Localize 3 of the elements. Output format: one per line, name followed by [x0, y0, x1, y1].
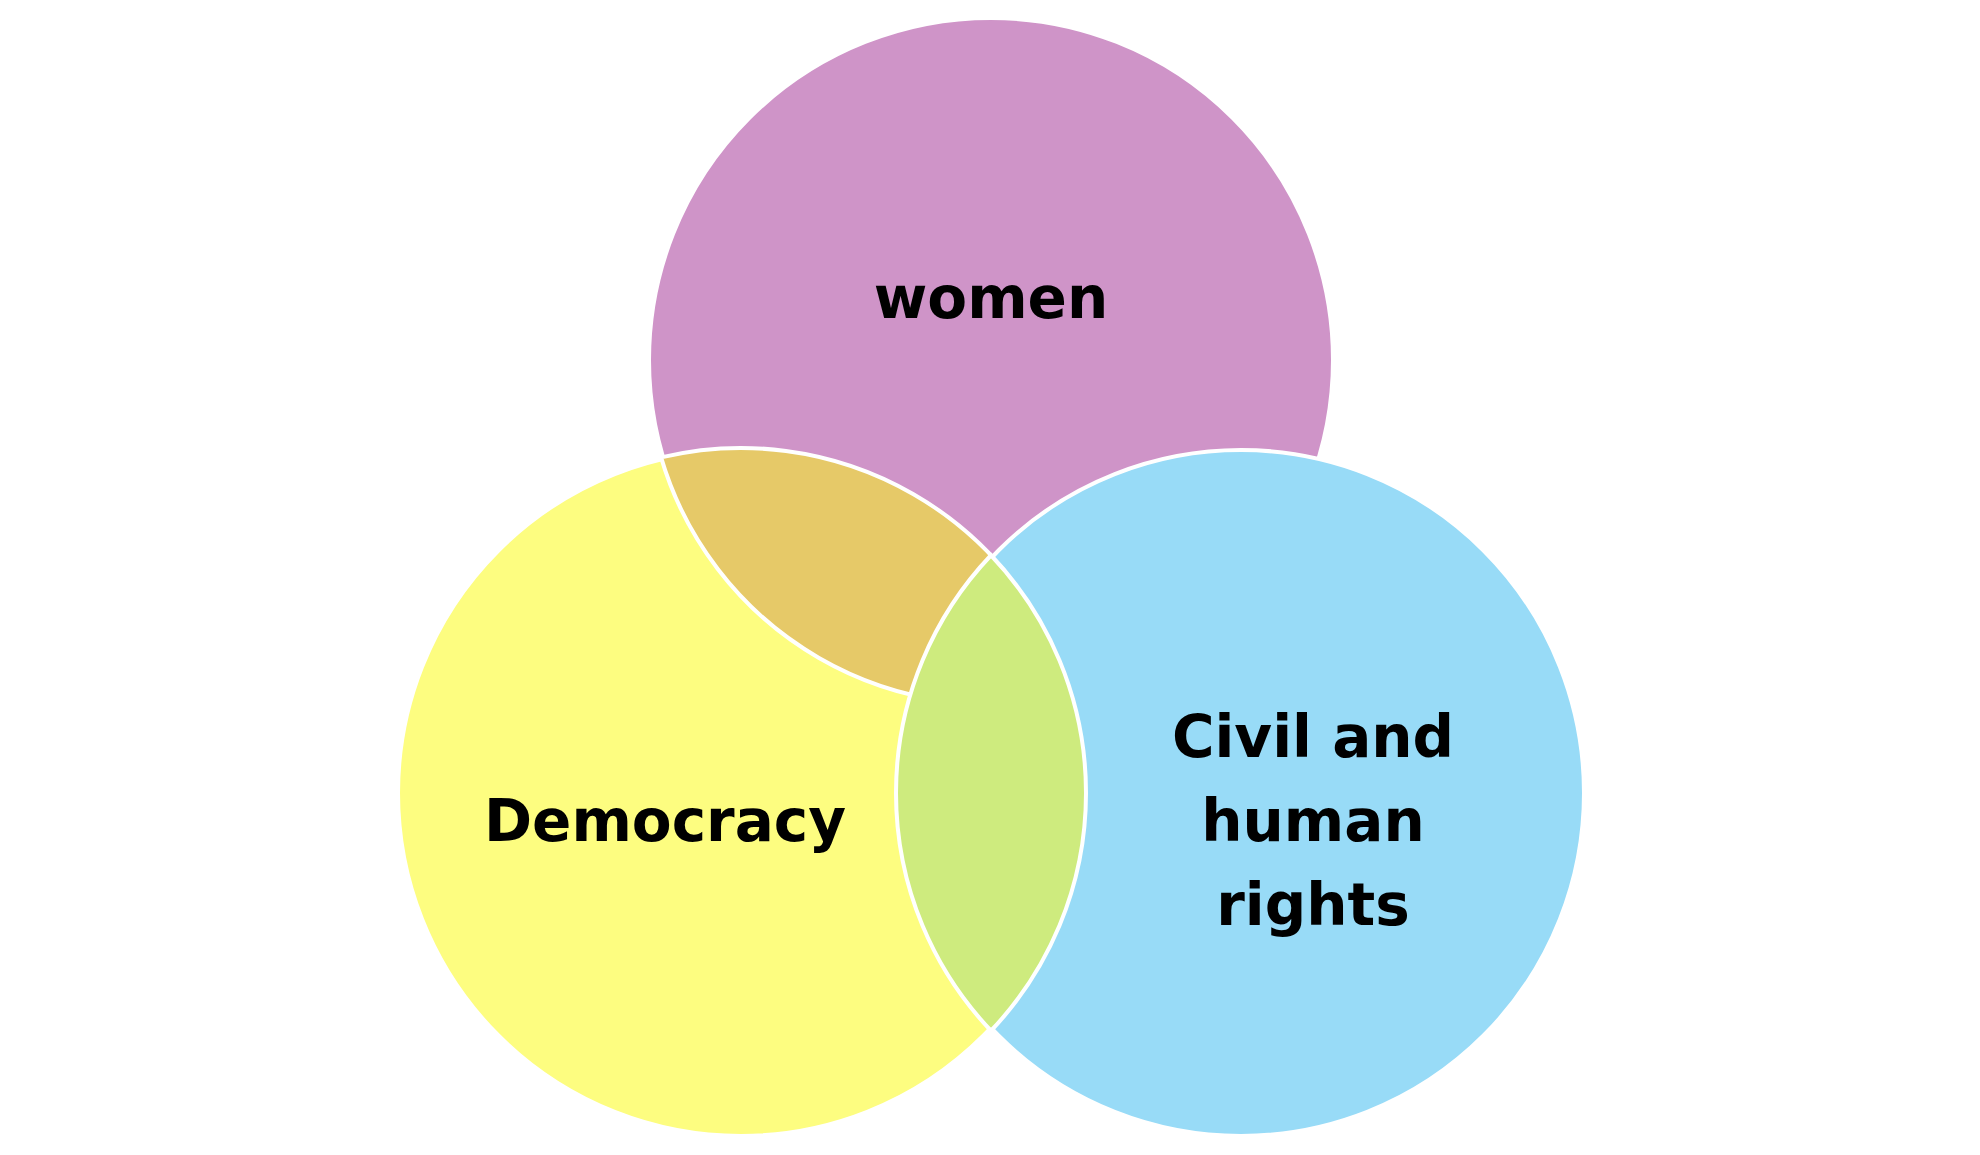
circle-label: women	[872, 262, 1110, 334]
circle-label: Democracy	[482, 785, 848, 857]
circle-label: Civil and human rights	[1170, 701, 1456, 942]
